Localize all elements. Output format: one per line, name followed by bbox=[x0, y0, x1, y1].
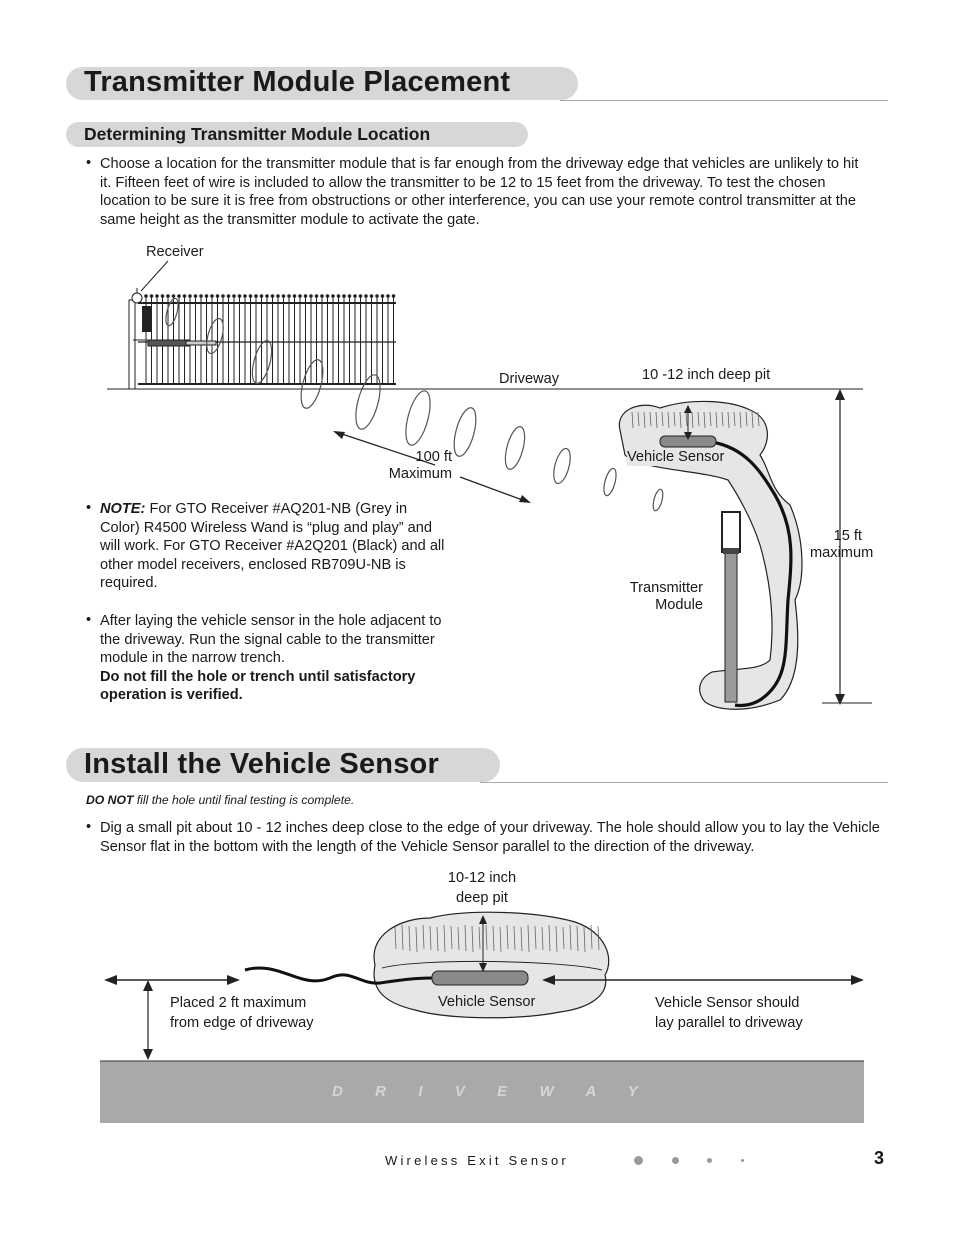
parallel-label-2: lay parallel to driveway bbox=[655, 1015, 803, 1031]
bullet-dot: • bbox=[86, 155, 92, 171]
section-title: Transmitter Module Placement bbox=[84, 66, 511, 98]
parallel-label-1: Vehicle Sensor should bbox=[655, 995, 800, 1011]
distance-label-2: Maximum bbox=[388, 466, 452, 482]
footer-dot-icon bbox=[741, 1159, 744, 1162]
transmitter-label-2: Module bbox=[655, 597, 703, 613]
max-label-2: maximum bbox=[810, 545, 874, 561]
section-title-rule bbox=[560, 100, 888, 101]
after-bold: Do not fill the hole or trench until sat… bbox=[100, 668, 416, 704]
footer-dot-icon bbox=[634, 1156, 643, 1165]
vehicle-sensor-label: Vehicle Sensor bbox=[627, 448, 725, 466]
bullet-dot: • bbox=[86, 819, 92, 835]
install-paragraph: Dig a small pit about 10 - 12 inches dee… bbox=[100, 820, 880, 855]
bullet-dot: • bbox=[86, 500, 92, 516]
section2-title-rule bbox=[480, 782, 888, 783]
pit2-label-2: deep pit bbox=[456, 890, 508, 906]
after-paragraph: After laying the vehicle sensor in the h… bbox=[100, 612, 450, 705]
footer-dot-icon bbox=[707, 1158, 712, 1163]
vehicle-sensor2-label: Vehicle Sensor bbox=[438, 994, 536, 1010]
subsection-title: Determining Transmitter Module Location bbox=[84, 124, 431, 144]
warning-bold: DO NOT bbox=[86, 793, 134, 807]
subsection-title-pill: Determining Transmitter Module Location bbox=[66, 122, 528, 147]
placed-label-1: Placed 2 ft maximum bbox=[170, 995, 307, 1011]
driveway-label: Driveway bbox=[499, 371, 560, 387]
distance-label-1: 100 ft bbox=[415, 449, 452, 465]
footer-dot-icon bbox=[672, 1157, 679, 1164]
section2-title: Install the Vehicle Sensor bbox=[84, 748, 439, 780]
warning-line: DO NOT fill the hole until final testing… bbox=[86, 793, 354, 807]
driveway-band-text: D R I V E W A Y bbox=[332, 1083, 646, 1100]
warning-text: fill the hole until final testing is com… bbox=[136, 793, 355, 807]
section-title-pill: Transmitter Module Placement bbox=[66, 66, 578, 100]
max-label-1: 15 ft bbox=[833, 528, 862, 544]
receiver-label: Receiver bbox=[146, 244, 204, 260]
after-text: After laying the vehicle sensor in the h… bbox=[100, 613, 442, 667]
section2-title-pill: Install the Vehicle Sensor bbox=[66, 748, 500, 782]
placed-label-2: from edge of driveway bbox=[170, 1015, 314, 1031]
note-text: For GTO Receiver #AQ201-NB (Grey in Colo… bbox=[100, 501, 445, 592]
note-label: NOTE: bbox=[100, 501, 146, 517]
note-paragraph: NOTE: For GTO Receiver #AQ201-NB (Grey i… bbox=[100, 500, 445, 593]
pit2-label-1: 10-12 inch bbox=[447, 870, 517, 886]
bullet-dot: • bbox=[86, 612, 92, 628]
page-number: 3 bbox=[874, 1148, 885, 1168]
pit-label: 10 -12 inch deep pit bbox=[642, 367, 771, 383]
footer-dots bbox=[634, 1153, 754, 1171]
footer-title: Wireless Exit Sensor bbox=[385, 1153, 569, 1168]
intro-paragraph: Choose a location for the transmitter mo… bbox=[100, 156, 859, 228]
transmitter-label-1: Transmitter bbox=[629, 580, 703, 596]
